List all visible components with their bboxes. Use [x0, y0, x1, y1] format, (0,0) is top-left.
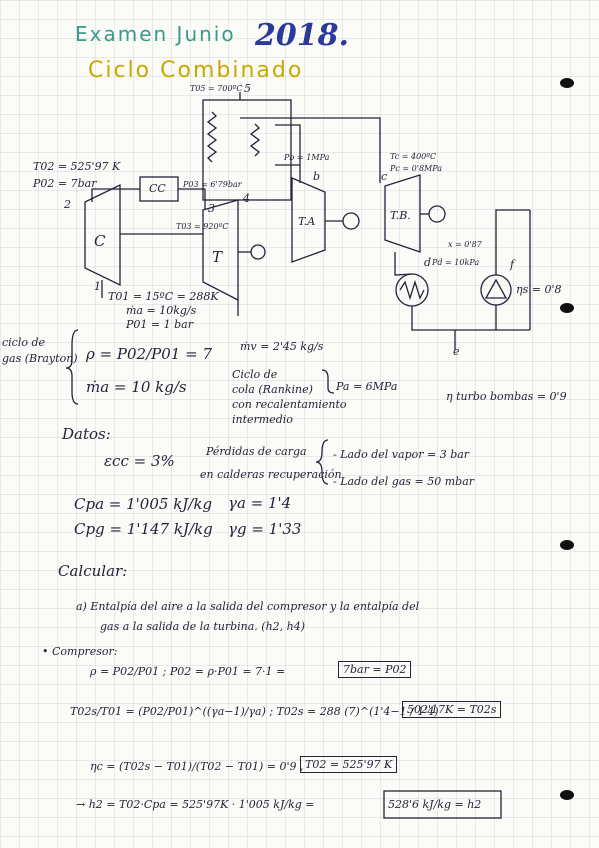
rankine-label: Ciclo de	[232, 368, 278, 381]
heat-recovery-boiler-shape	[202, 99, 292, 201]
point-4-label: 4	[243, 192, 250, 205]
point-b-label: b	[313, 170, 321, 183]
compresor-heading: • Compresor:	[42, 645, 118, 658]
turbine-label: T	[212, 248, 223, 266]
label-p03: P03 = 6'79bar	[183, 180, 242, 189]
point-1-label: 1	[94, 280, 101, 293]
point-3-label: 3	[208, 202, 215, 215]
result-p02: 7bar = P02	[338, 661, 412, 678]
punch-hole	[560, 540, 574, 550]
exam-title: Examen Junio	[75, 22, 236, 46]
punch-hole	[560, 78, 574, 88]
calcular-heading: Calcular:	[58, 562, 128, 580]
gas-cycle-label: gas (Brayton)	[2, 352, 78, 365]
generator-icon	[428, 205, 446, 223]
label-cpg: Cpg = 1'147 kJ/kg	[74, 520, 213, 538]
point-d-label: d	[424, 256, 432, 269]
label-tc: Tc = 400ºC	[390, 152, 437, 161]
label-eta-s: ηs = 0'8	[516, 283, 562, 296]
label-cpa: Cpa = 1'005 kJ/kg	[74, 495, 213, 513]
air-mass-flow: ṁa = 10 kg/s	[86, 378, 187, 396]
datos-heading: Datos:	[62, 425, 111, 443]
turbine-a-shape	[291, 177, 326, 263]
cc-label: CC	[149, 182, 166, 195]
equation-3: ηc = (T02s − T01)/(T02 − T01) = 0'9 ,	[90, 760, 304, 773]
label-t02: T02 = 525'97 K	[33, 160, 121, 173]
turbine-b-label: T.B.	[390, 209, 411, 222]
generator-icon	[250, 244, 266, 260]
rankine-label: con recalentamiento	[232, 398, 347, 411]
result-h2: 528'6 kJ/kg = h2	[388, 798, 482, 811]
equation-2: T02s/T01 = (P02/P01)^((γa−1)/γa) ; T02s …	[70, 705, 439, 718]
point-f-label: f	[510, 258, 515, 271]
label-pb: Pb = 1MPa	[284, 153, 330, 162]
rankine-label: cola (Rankine)	[232, 383, 313, 396]
label-pc: Pc = 0'8MPa	[390, 164, 443, 173]
label-mia: ṁa = 10kg/s	[126, 304, 197, 317]
label-p01: P01 = 1 bar	[126, 318, 193, 331]
compressor-shape	[84, 183, 121, 287]
label-eta-turbo: η turbo bombas = 0'9	[446, 390, 567, 403]
label-p02: P02 = 7bar	[33, 177, 97, 190]
result-t02: T02 = 525'97 K	[300, 756, 398, 773]
exam-year: 2018.	[255, 18, 349, 53]
label-pa: Pa = 6MPa	[336, 380, 398, 393]
label-t03: T03 = 920ºC	[176, 222, 229, 231]
label-calderas: en calderas recuperación	[200, 468, 342, 481]
question-a-line1: a) Entalpía del aire a la salida del com…	[76, 600, 420, 613]
gas-cycle-label: ciclo de	[2, 336, 46, 349]
compressor-label: C	[94, 232, 106, 250]
punch-hole	[560, 790, 574, 800]
label-ecc: εcc = 3%	[104, 452, 175, 470]
label-t05: T05 = 700ºC	[190, 84, 243, 93]
label-perdidas: Pérdidas de carga	[206, 445, 307, 458]
point-c-label: c	[381, 170, 388, 183]
label-pd: Pd = 10kPa	[432, 258, 480, 267]
label-xd: x = 0'87	[448, 240, 482, 249]
exam-subtitle: Ciclo Combinado	[88, 58, 304, 83]
result-t02s: 502'17K = T02s	[402, 701, 502, 718]
label-gamma-a: γa = 1'4	[228, 494, 292, 512]
turbine-b-shape	[384, 174, 421, 253]
equation-4: → h2 = T02·Cpa = 525'97K · 1'005 kJ/kg =	[76, 798, 315, 811]
label-t01: T01 = 15ºC = 288K	[108, 290, 219, 303]
point-2-label: 2	[64, 198, 71, 211]
label-lado-gas: - Lado del gas = 50 mbar	[333, 475, 475, 488]
point-e-label: e	[453, 345, 460, 358]
label-gamma-g: γg = 1'33	[228, 520, 302, 538]
question-a-line2: gas a la salida de la turbina. (h2, h4)	[100, 620, 306, 633]
label-lado-vapor: - Lado del vapor = 3 bar	[333, 448, 470, 461]
point-5-label: 5	[244, 82, 251, 95]
pressure-ratio: ρ = P02/P01 = 7	[86, 345, 212, 363]
punch-hole	[560, 303, 574, 313]
equation-1: ρ = P02/P01 ; P02 = ρ·P01 = 7·1 =	[90, 665, 286, 678]
generator-icon	[342, 212, 360, 230]
label-mv: ṁv = 2'45 kg/s	[240, 340, 324, 353]
turbine-a-label: T.A	[298, 215, 316, 228]
rankine-label: intermedio	[232, 413, 293, 426]
